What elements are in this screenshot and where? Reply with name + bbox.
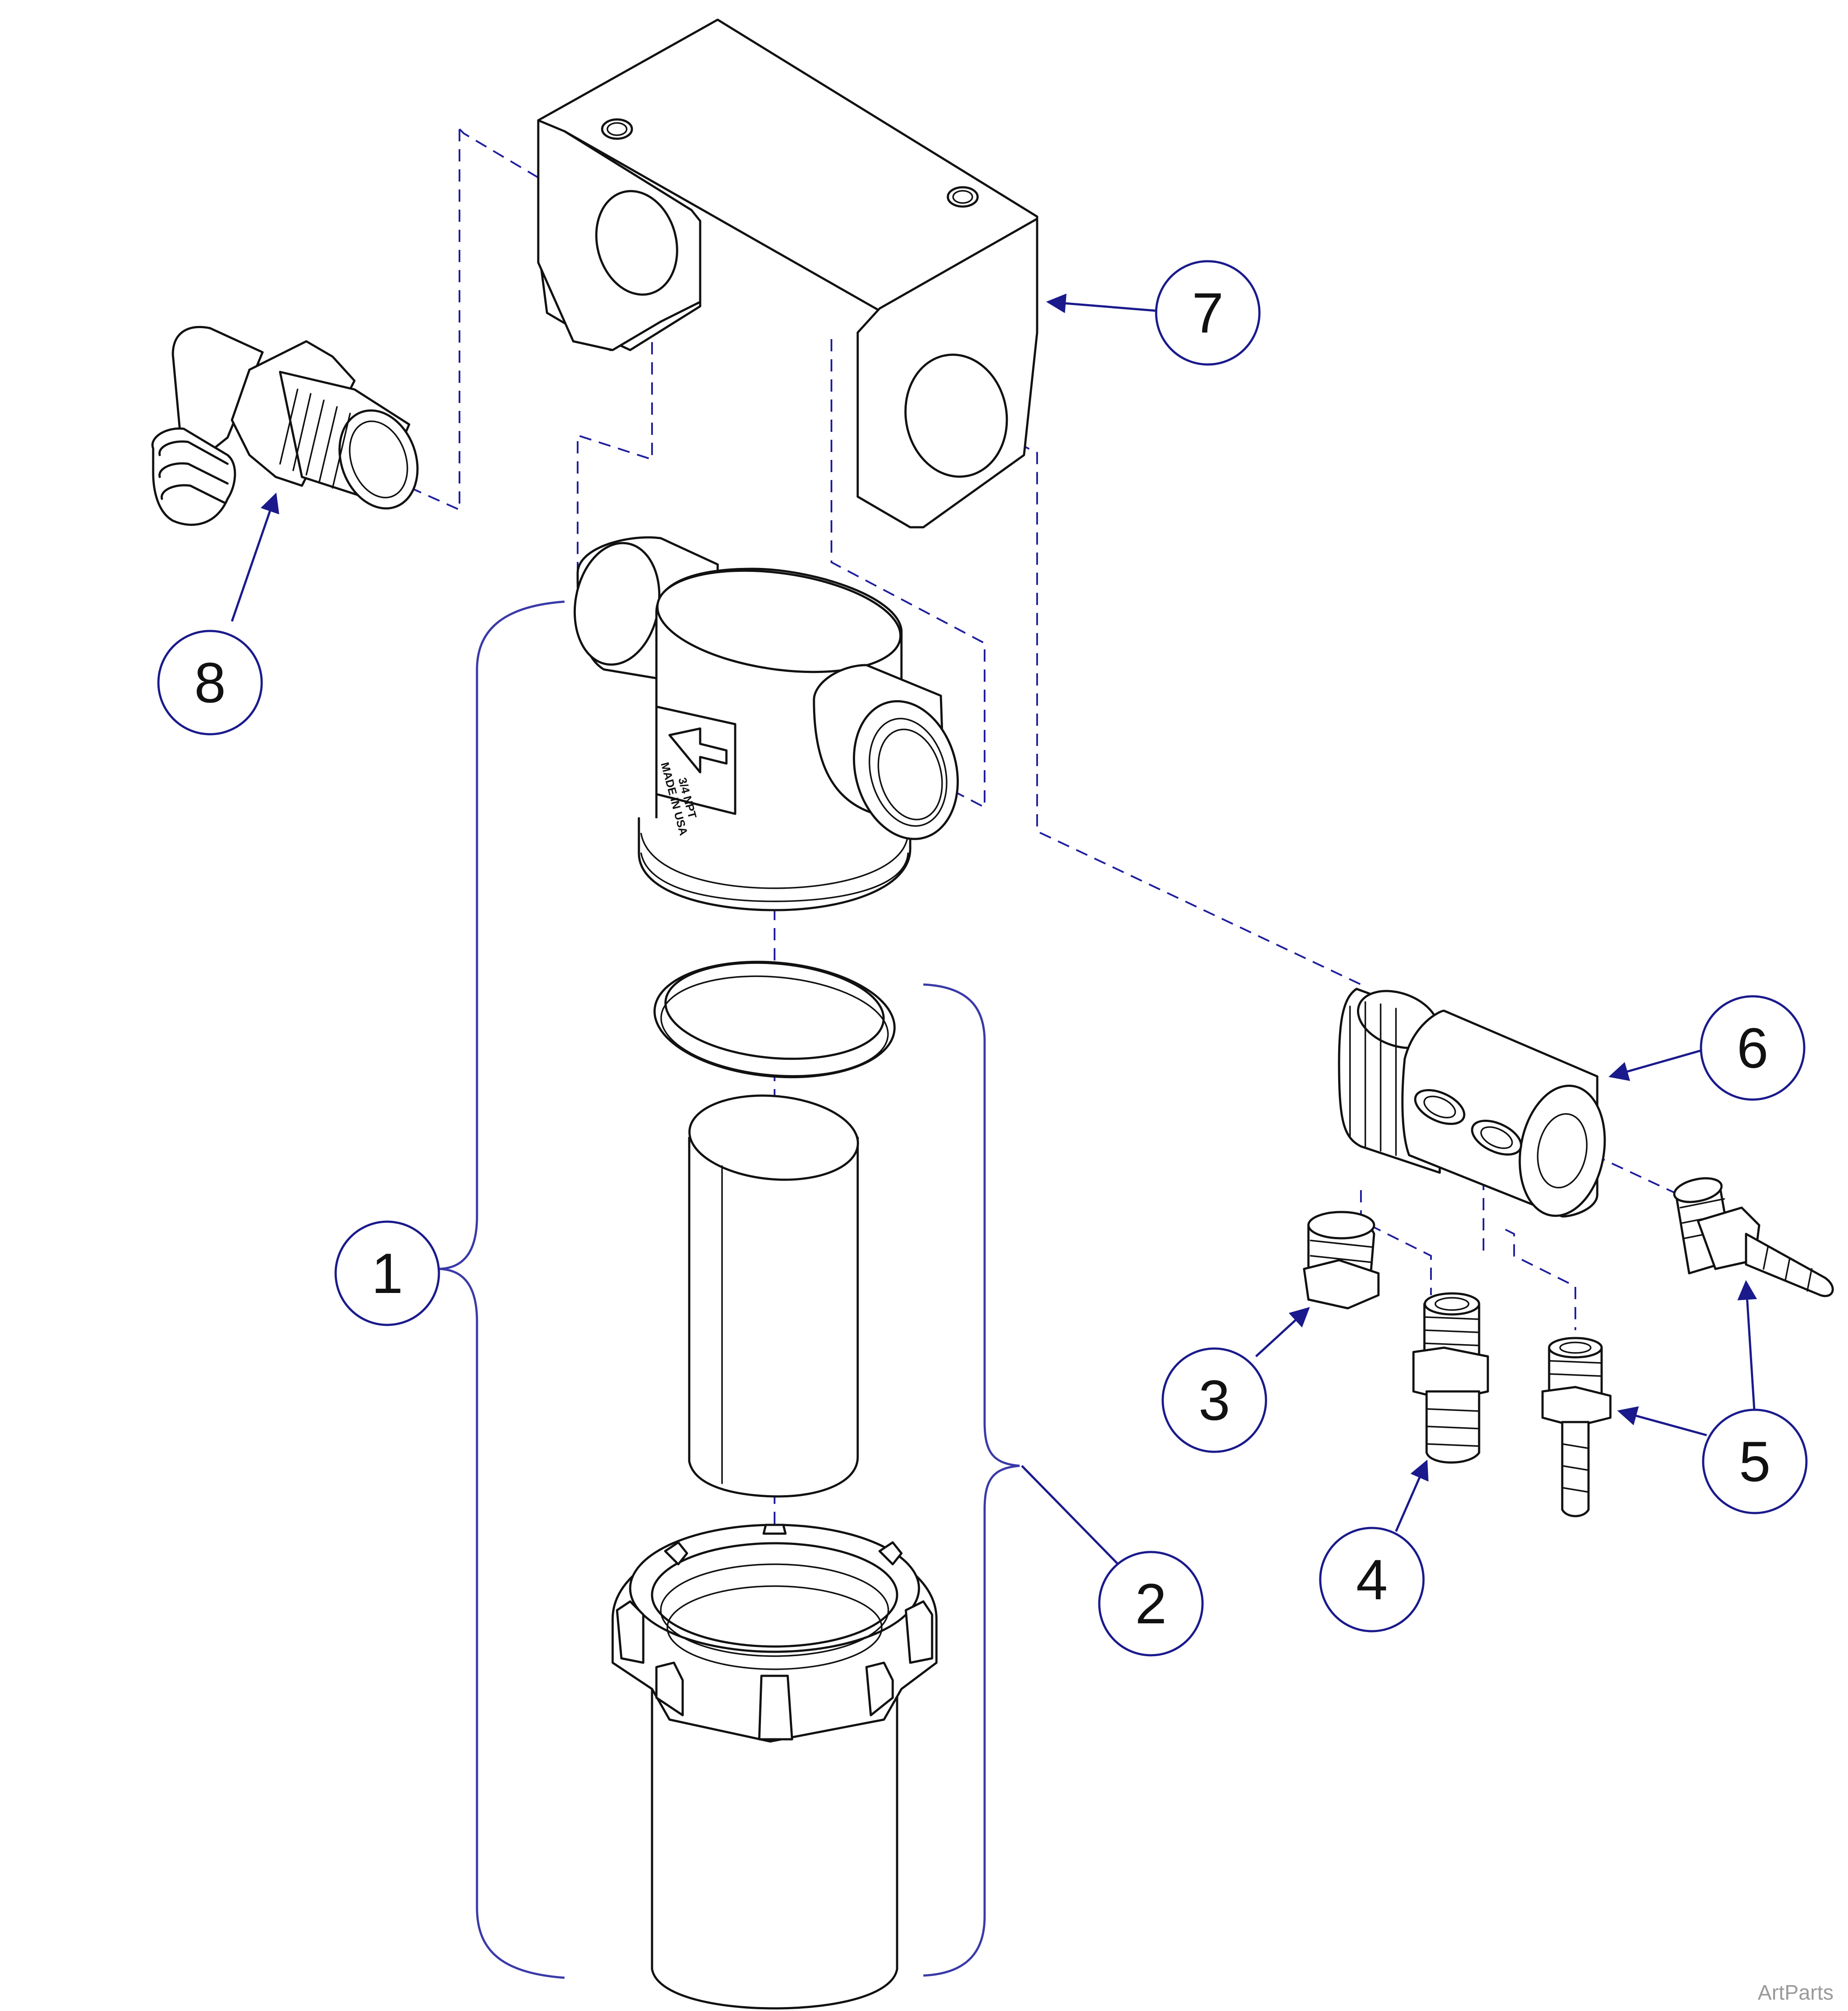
pipe-plug bbox=[1303, 1211, 1380, 1310]
callout-balloon-7: 7 bbox=[1155, 260, 1261, 366]
callout-balloon-1: 1 bbox=[334, 1220, 440, 1326]
barb-fitting-small bbox=[1541, 1337, 1612, 1517]
callout-label-5: 5 bbox=[1739, 1429, 1771, 1493]
filter-element bbox=[688, 1094, 859, 1498]
leader-7 bbox=[1046, 293, 1156, 313]
callout-label-4: 4 bbox=[1356, 1548, 1388, 1612]
brace-assembly-1 bbox=[437, 600, 565, 1979]
elbow-fitting bbox=[151, 326, 419, 526]
callout-label-6: 6 bbox=[1737, 1016, 1768, 1080]
callout-balloon-4: 4 bbox=[1319, 1527, 1425, 1633]
assembly-centerlines bbox=[376, 128, 1707, 1825]
leader-4 bbox=[1395, 1459, 1429, 1532]
leader-8 bbox=[231, 492, 280, 622]
o-ring-gasket bbox=[653, 960, 896, 1079]
callout-balloon-2: 2 bbox=[1098, 1551, 1204, 1657]
callout-label-2: 2 bbox=[1135, 1572, 1167, 1636]
leader-lines bbox=[231, 293, 1757, 1567]
leader-3 bbox=[1255, 1307, 1310, 1357]
leader-5b bbox=[1737, 1280, 1757, 1418]
callout-label-3: 3 bbox=[1199, 1368, 1230, 1432]
filter-head-housing: MADE IN USA 3/4 NPT bbox=[573, 536, 959, 911]
callout-label-8: 8 bbox=[194, 651, 226, 715]
brace-assembly-2 bbox=[923, 983, 1020, 1977]
filter-bowl bbox=[611, 1524, 938, 2010]
barb-fitting-large bbox=[1412, 1292, 1489, 1464]
callout-label-1: 1 bbox=[372, 1241, 403, 1305]
leader-2 bbox=[1021, 1465, 1121, 1567]
callout-balloon-8: 8 bbox=[157, 630, 263, 736]
callout-balloon-5: 5 bbox=[1702, 1408, 1808, 1514]
callout-balloon-6: 6 bbox=[1700, 995, 1806, 1101]
callout-label-7: 7 bbox=[1192, 281, 1224, 345]
barb-fitting-angled bbox=[1673, 1177, 1834, 1297]
watermark-text: ArtParts bbox=[1758, 1981, 1834, 2004]
mounting-bracket bbox=[537, 18, 1038, 529]
callout-balloon-3: 3 bbox=[1161, 1347, 1267, 1453]
leader-6 bbox=[1608, 1049, 1703, 1081]
manifold-adapter bbox=[1338, 988, 1606, 1218]
leader-5a bbox=[1617, 1406, 1707, 1436]
